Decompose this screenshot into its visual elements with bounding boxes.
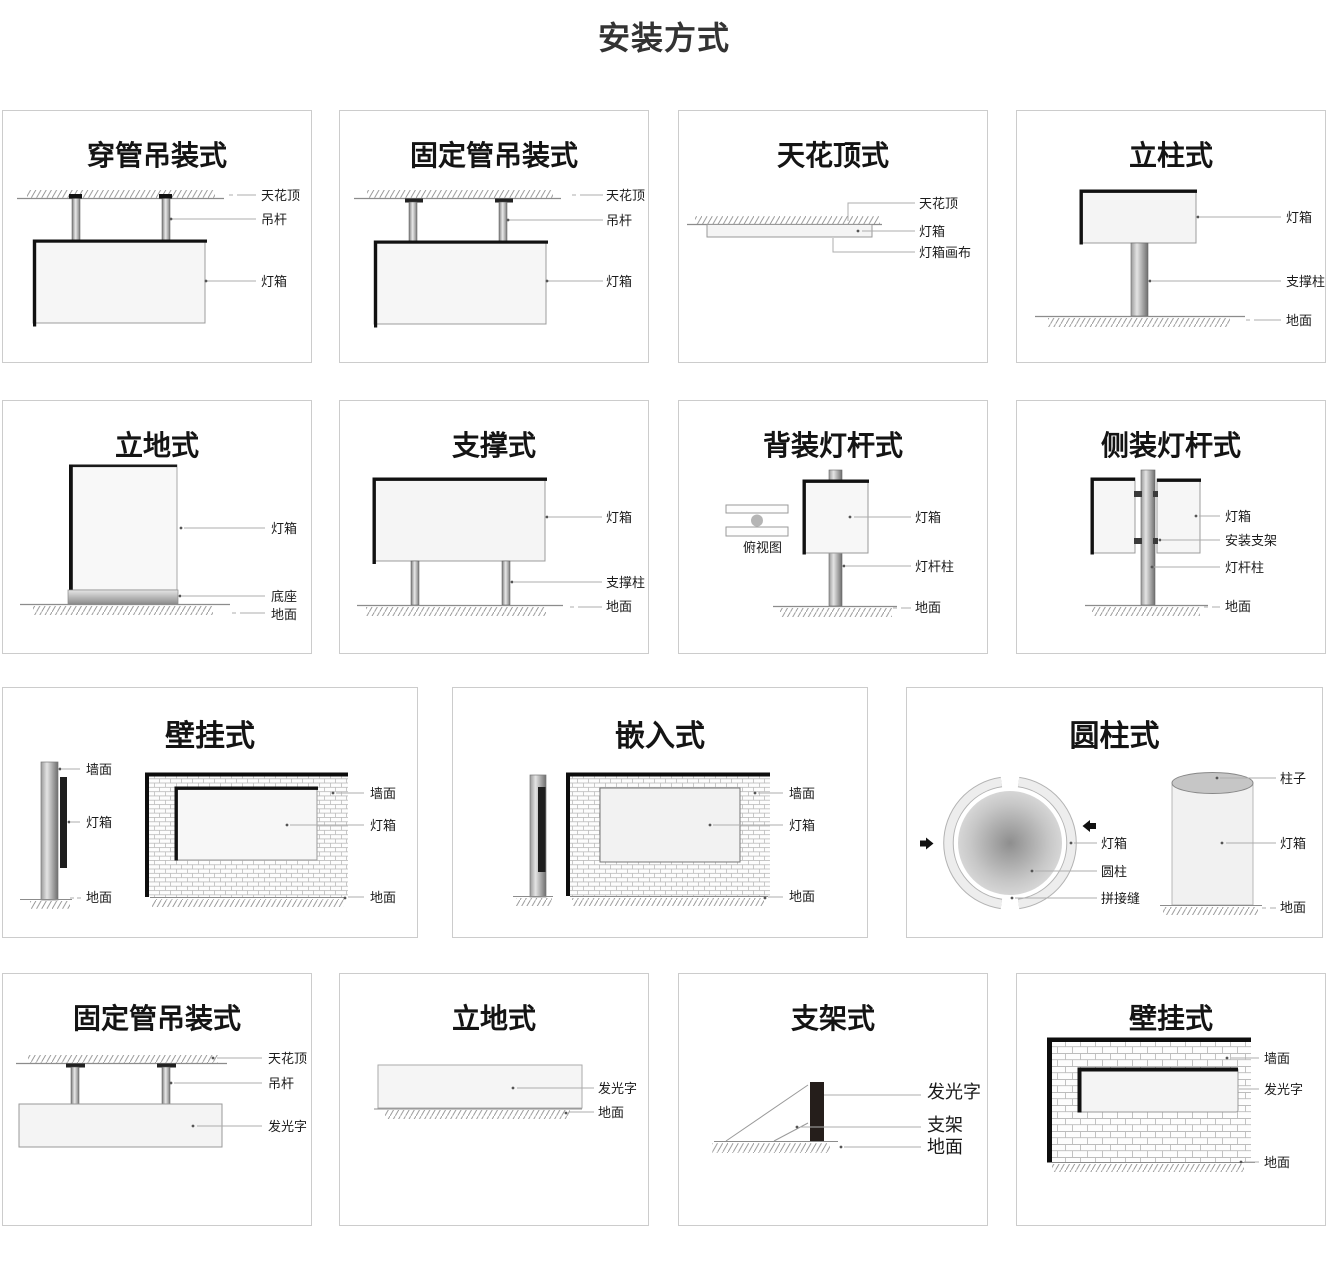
panel-ceiling-type: 天花顶式 天花顶 灯箱 灯箱画布 xyxy=(678,110,988,363)
label-ground: 地面 xyxy=(370,890,397,906)
label-rod: 吊杆 xyxy=(261,212,288,228)
label-ceiling: 天花顶 xyxy=(268,1051,308,1067)
label-seam: 拼接缝 xyxy=(1101,891,1141,907)
panel-title: 嵌入式 xyxy=(615,720,705,753)
label-pillar: 柱子 xyxy=(1280,771,1307,787)
panel-side-mounted-pole: 侧装灯杆式 灯箱 安装支架 灯杆柱 地面 xyxy=(1016,400,1326,654)
label-lightbox: 灯箱 xyxy=(1225,509,1252,525)
label-base: 底座 xyxy=(271,589,298,605)
label-column: 支撑柱 xyxy=(606,575,646,591)
panel-embedded: 嵌入式 墙面 灯箱 地面 xyxy=(452,687,868,938)
panel-title: 固定管吊装式 xyxy=(409,140,578,171)
panel-pipe-through-hanging: 穿管吊装式 天花顶 吊杆 灯箱 xyxy=(2,110,312,363)
label-lightbox: 灯箱 xyxy=(1280,836,1307,852)
label-sign: 发光字 xyxy=(598,1081,638,1097)
label-ceiling: 天花顶 xyxy=(919,196,959,212)
label-ground: 地面 xyxy=(789,889,816,905)
panel-floor-standing-sign: 立地式 发光字 地面 xyxy=(339,973,649,1226)
label-ground: 地面 xyxy=(1280,900,1307,916)
label-ceiling: 天花顶 xyxy=(261,188,301,204)
label-lightbox: 灯箱 xyxy=(915,510,942,526)
label-canvas: 灯箱画布 xyxy=(919,245,972,261)
panel-wall-mounted: 壁挂式 墙面 灯箱 地面 墙面 灯箱 地面 xyxy=(2,687,418,938)
label-lightbox: 灯箱 xyxy=(370,818,397,834)
page-title: 安装方式 xyxy=(597,20,730,56)
panel-title: 穿管吊装式 xyxy=(86,140,227,171)
label-lightbox: 灯箱 xyxy=(271,521,298,537)
panel-back-mounted-pole: 背装灯杆式 俯视图 灯箱 灯杆柱 地面 xyxy=(678,400,988,654)
label-lightbox: 灯箱 xyxy=(789,818,816,834)
label-lightbox: 灯箱 xyxy=(261,274,288,290)
label-lightbox-top: 灯箱 xyxy=(1101,836,1128,852)
panel-floor-standing: 立地式 灯箱 底座 地面 xyxy=(2,400,312,654)
label-bracket: 支架 xyxy=(927,1115,963,1136)
label-top-view: 俯视图 xyxy=(743,540,783,556)
label-ground: 地面 xyxy=(915,600,942,616)
label-ground: 地面 xyxy=(271,607,298,623)
label-rod: 吊杆 xyxy=(606,213,633,229)
label-ground: 地面 xyxy=(1264,1155,1291,1171)
panel-title: 壁挂式 xyxy=(165,720,255,753)
panel-fixed-pipe-hanging-sign: 固定管吊装式 天花顶 吊杆 发光字 xyxy=(2,973,312,1226)
panel-title: 支架式 xyxy=(790,1003,875,1034)
label-wall: 墙面 xyxy=(789,786,816,802)
label-cylinder: 圆柱 xyxy=(1101,864,1128,880)
label-ground: 地面 xyxy=(927,1137,963,1158)
label-rod: 吊杆 xyxy=(268,1076,295,1092)
panel-title: 立柱式 xyxy=(1128,140,1213,171)
label-ground: 地面 xyxy=(1225,599,1252,615)
panel-title: 立地式 xyxy=(451,1003,536,1034)
panel-title: 立地式 xyxy=(114,430,199,461)
label-sign: 发光字 xyxy=(927,1082,981,1103)
panel-title: 天花顶式 xyxy=(776,140,889,171)
panel-title: 圆柱式 xyxy=(1069,720,1160,753)
panel-column-type: 立柱式 灯箱 支撑柱 地面 xyxy=(1016,110,1326,363)
label-wall: 墙面 xyxy=(370,786,397,802)
label-lightbox-side: 灯箱 xyxy=(86,815,113,831)
panel-title: 背装灯杆式 xyxy=(762,430,903,461)
label-lightbox: 灯箱 xyxy=(919,224,946,240)
panel-fixed-pipe-hanging: 固定管吊装式 天花顶 吊杆 灯箱 xyxy=(339,110,649,363)
label-lightbox: 灯箱 xyxy=(606,510,633,526)
panel-title: 侧装灯杆式 xyxy=(1100,430,1241,461)
label-ground: 地面 xyxy=(598,1105,625,1121)
label-ground-side: 地面 xyxy=(86,890,113,906)
label-pole: 灯杆柱 xyxy=(915,559,955,575)
label-sign: 发光字 xyxy=(268,1119,308,1135)
label-lightbox: 灯箱 xyxy=(606,274,633,290)
label-wall: 墙面 xyxy=(1264,1051,1291,1067)
panel-cylindrical: 圆柱式 灯箱 圆柱 拼接缝 柱子 灯箱 地面 xyxy=(906,687,1323,938)
label-column: 支撑柱 xyxy=(1286,274,1326,290)
panel-wall-mounted-sign: 壁挂式 墙面 发光字 地面 xyxy=(1016,973,1326,1226)
label-sign: 发光字 xyxy=(1264,1082,1304,1098)
panel-bracket-type: 支架式 发光字 支架 地面 xyxy=(678,973,988,1226)
label-lightbox: 灯箱 xyxy=(1286,210,1313,226)
panel-support-type: 支撑式 灯箱 支撑柱 地面 xyxy=(339,400,649,654)
panel-title: 支撑式 xyxy=(451,430,536,461)
label-ground: 地面 xyxy=(606,599,633,615)
panel-title: 固定管吊装式 xyxy=(72,1003,241,1034)
panel-title: 壁挂式 xyxy=(1128,1003,1213,1034)
label-pole: 灯杆柱 xyxy=(1225,560,1265,576)
label-wall-side: 墙面 xyxy=(86,762,113,778)
label-bracket: 安装支架 xyxy=(1225,533,1278,549)
label-ground: 地面 xyxy=(1286,313,1313,329)
label-ceiling: 天花顶 xyxy=(606,188,646,204)
